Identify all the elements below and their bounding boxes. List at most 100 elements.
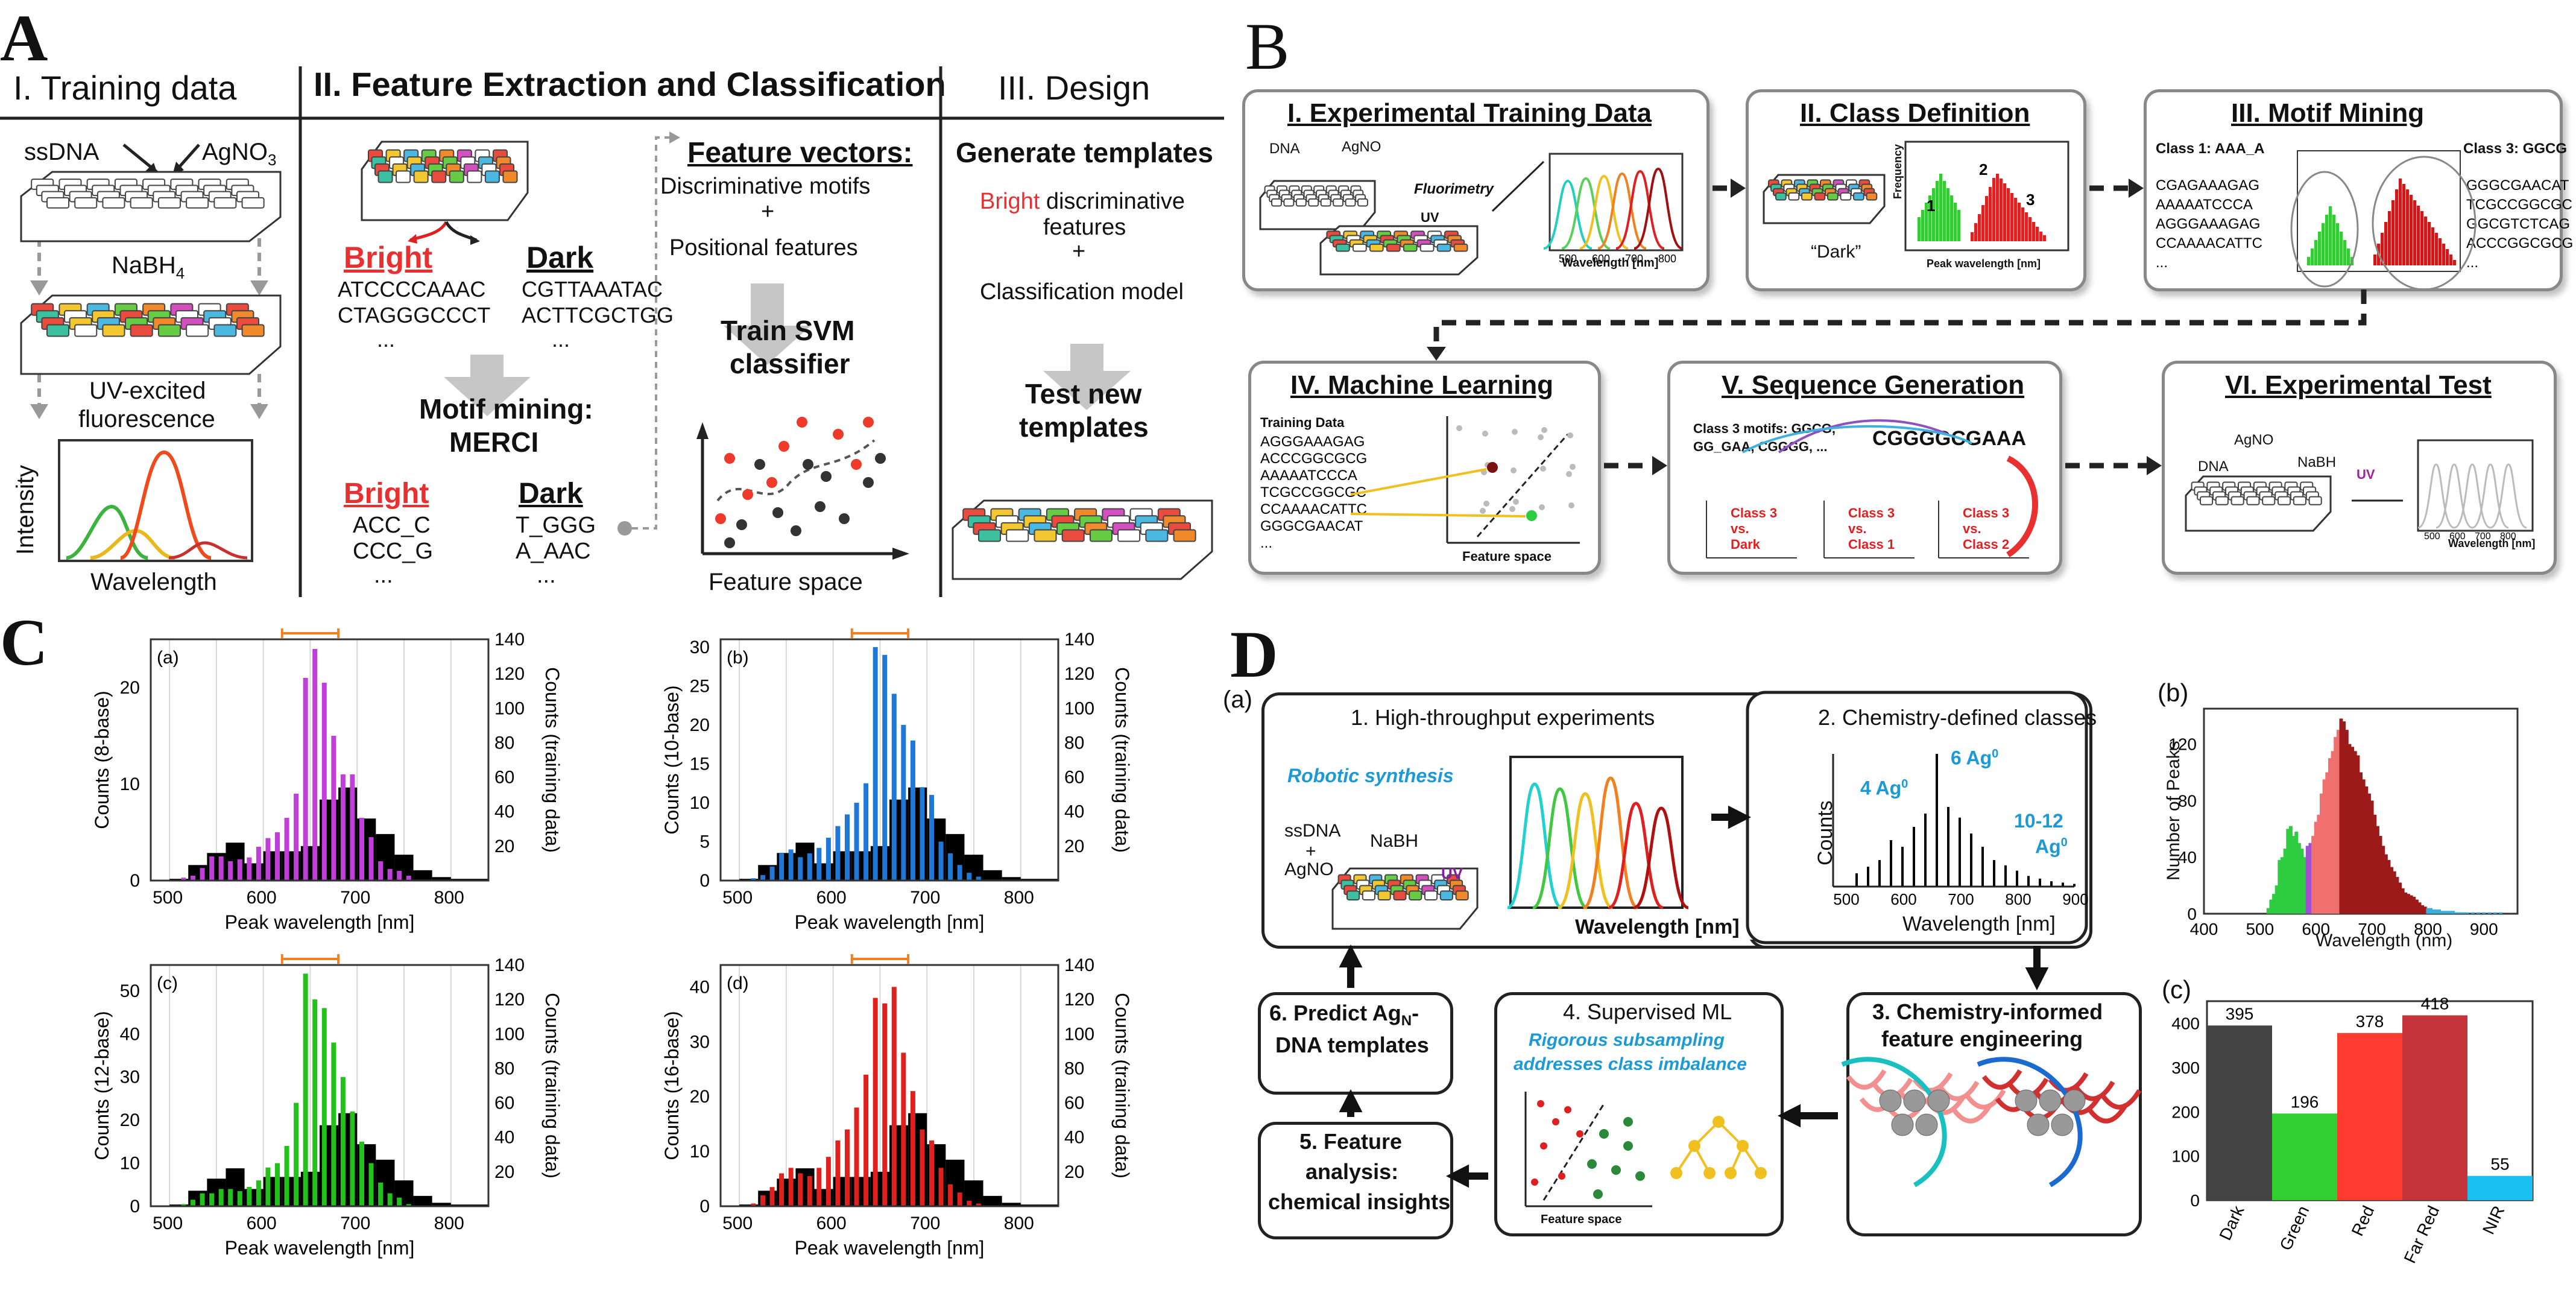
- c-xtick: 600: [816, 1213, 847, 1233]
- d4-red-dot: [1576, 1130, 1583, 1137]
- b1-spectrum-curve: [1561, 177, 1611, 250]
- c-series-bar: [340, 1077, 346, 1206]
- c-series-bar: [976, 876, 981, 881]
- db-bar: [2482, 912, 2486, 914]
- c-series-bar: [331, 1042, 336, 1206]
- db-bar: [2470, 912, 2475, 914]
- well: [2246, 496, 2260, 505]
- c-series-bar: [826, 838, 831, 881]
- c-series-bar: [294, 794, 299, 881]
- db-bar: [2269, 899, 2273, 914]
- b6-curve: [2417, 463, 2455, 529]
- d-a-label: (a): [1223, 686, 1252, 713]
- b4-dot: [1567, 432, 1573, 438]
- d-box-5: [1258, 1122, 1453, 1239]
- c-y2tick: 80: [1064, 733, 1084, 753]
- b4-dot: [1539, 504, 1545, 510]
- c-ytick: 30: [120, 1068, 140, 1087]
- well: [46, 197, 70, 209]
- b1-spectrum-curve: [1579, 174, 1629, 250]
- db-xtick: 700: [2358, 920, 2386, 938]
- b2-red-bar: [2000, 179, 2003, 241]
- db-bar: [2314, 821, 2318, 914]
- well: [130, 197, 153, 209]
- db-ytick: 0: [2187, 905, 2197, 923]
- dc-bar: [2402, 1015, 2467, 1200]
- d3-strand: [1846, 1069, 1887, 1090]
- c-series-bar: [863, 1074, 869, 1206]
- c-series-bar: [284, 1146, 289, 1206]
- well: [1436, 243, 1451, 252]
- db-bar: [2392, 871, 2396, 914]
- c-series-bar: [769, 866, 775, 881]
- b2-red-bar: [2028, 217, 2031, 241]
- b2-green-bar: [1943, 181, 1946, 241]
- well: [1308, 198, 1319, 207]
- c-training-bar: [432, 877, 451, 881]
- nabh4-sub: 4: [175, 264, 185, 282]
- c-ytick: 40: [690, 977, 710, 997]
- c-series-bar: [406, 1204, 411, 1206]
- c-ytick: 5: [699, 832, 710, 852]
- d1-plate: [1331, 867, 1479, 930]
- b5-vs-label: vs.: [1731, 521, 1749, 536]
- db-bar: [2378, 836, 2382, 914]
- c-training-bar: [413, 1195, 432, 1206]
- c-series-bar: [901, 1052, 906, 1206]
- b2-green-bar: [1957, 210, 1960, 241]
- d-ssdna: ssDNA: [1284, 821, 1341, 841]
- c-y2tick: 80: [494, 1058, 514, 1078]
- c-series-bar: [247, 1186, 252, 1206]
- d-arrow-3-4-head: [1778, 1104, 1801, 1128]
- panel-b-graphics: [1427, 179, 2367, 475]
- well: [1362, 890, 1375, 900]
- dc-category-label: Far Red: [2401, 1203, 2443, 1266]
- well: [1283, 198, 1295, 207]
- c-frame: [150, 964, 490, 1207]
- db-bar: [2356, 755, 2360, 914]
- b5-vs-label: Class 3: [1963, 505, 2009, 520]
- b5-vs-label: Class 2: [1963, 537, 2009, 552]
- b3-class1: Class 1: AAA_A: [2156, 141, 2265, 157]
- db-bar: [2317, 814, 2321, 914]
- b2-green-bar: [1928, 195, 1931, 241]
- feature-dot: [754, 459, 765, 470]
- b1-tick: 800: [1658, 253, 1676, 265]
- well: [1386, 243, 1401, 252]
- bright-word: Bright: [980, 189, 1040, 214]
- b4-feature-space: Feature space: [1462, 549, 1552, 564]
- c-series-bar: [835, 826, 841, 881]
- d4-red-dot: [1564, 1106, 1571, 1113]
- b1-fluorimetry: Fluorimetry: [1414, 181, 1494, 197]
- d-step-4: 4. Supervised ML: [1563, 999, 1732, 1024]
- well: [2230, 496, 2244, 505]
- db-ytick: 80: [2178, 791, 2197, 810]
- dark-motif-2: A_AAC: [516, 539, 591, 564]
- feature-dot: [742, 489, 753, 500]
- c-series-bar: [760, 1195, 765, 1206]
- db-bar: [2457, 912, 2461, 914]
- c-series-bar: [378, 861, 384, 881]
- d3-silver: [1891, 1113, 1914, 1136]
- d4-green-dot: [1593, 1189, 1603, 1199]
- db-bar: [2344, 730, 2349, 914]
- b1-spectrum-curve: [1597, 172, 1647, 250]
- c-xtick: 700: [340, 888, 370, 908]
- dc-category-label: Green: [2276, 1203, 2312, 1253]
- d-b-xlabel: Wavelength (nm): [2316, 931, 2453, 951]
- db-bar: [2440, 911, 2444, 914]
- c-ytick: 20: [120, 1110, 140, 1130]
- c-series-bar: [284, 818, 289, 881]
- feature-dot: [772, 507, 783, 518]
- c-ytick: 10: [690, 793, 710, 813]
- b3-red-bar: [2402, 184, 2405, 265]
- db-bar: [2434, 909, 2439, 914]
- b2-red-bar: [2014, 198, 2017, 241]
- nabh4-text: NaBH: [112, 252, 176, 279]
- b2-red-bar: [1971, 232, 1974, 241]
- uv-excited-label: UV-excited: [89, 378, 206, 404]
- b3-red-bar: [2435, 233, 2438, 265]
- dark-motif-1: T_GGG: [516, 513, 596, 538]
- b4-dot: [1568, 502, 1574, 508]
